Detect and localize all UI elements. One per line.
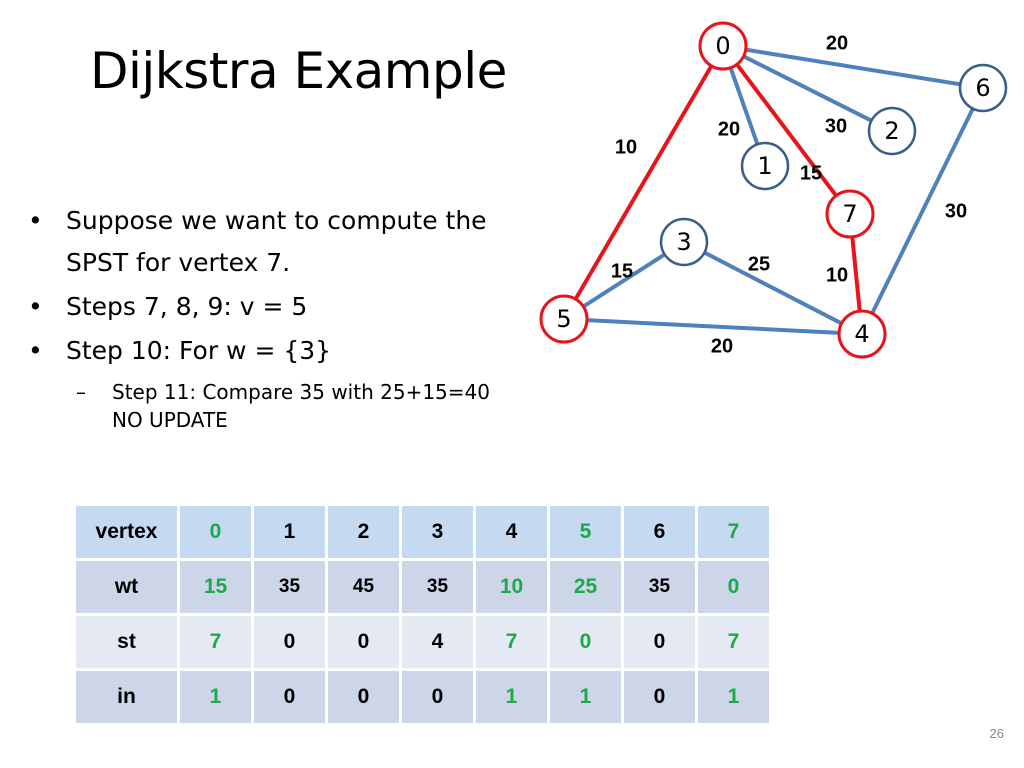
edge-weight-3-5: 15 — [611, 260, 633, 282]
sub-bullet-dash: – — [76, 380, 86, 404]
bullet-dot: • — [28, 336, 43, 365]
table-cell: 4 — [399, 613, 476, 671]
slide-title: Dijkstra Example — [90, 42, 507, 100]
bullet-item: • Suppose we want to compute the SPST fo… — [28, 200, 548, 284]
edge-weight-0-6: 20 — [826, 32, 848, 54]
bullet-dot: • — [28, 206, 43, 235]
edge-0-7 — [735, 63, 838, 197]
table-cell: 0 — [399, 668, 476, 726]
table-cell: 10 — [473, 558, 550, 616]
node-label-6: 6 — [975, 74, 990, 102]
row-header: vertex — [73, 503, 180, 561]
node-5 — [539, 294, 589, 344]
edge-weight-0-7: 15 — [800, 162, 822, 184]
node-label-5: 5 — [556, 305, 571, 333]
graph-diagram: 20 30 20 15 10 10 30 15 25 20 0 1 2 3 4 5 6 7 — [539, 21, 1008, 359]
row-header: in — [73, 668, 180, 726]
table-cell: 2 — [325, 503, 402, 561]
edge-weight-3-4: 25 — [748, 253, 770, 275]
table-cell: 35 — [621, 558, 698, 616]
table-cell: 0 — [695, 558, 772, 616]
node-label-7: 7 — [842, 200, 857, 228]
sub-bullet-line-2: NO UPDATE — [112, 408, 228, 432]
table-cell: 0 — [251, 613, 328, 671]
table-cell: 0 — [621, 668, 698, 726]
table-cell: 1 — [695, 668, 772, 726]
edge-weight-0-5: 10 — [615, 136, 637, 158]
table-cell: 1 — [547, 668, 624, 726]
table-cell: 6 — [621, 503, 698, 561]
edge-weight-0-2: 30 — [825, 115, 847, 137]
sub-bullet-item: – Step 11: Compare 35 with 25+15=40 NO U… — [28, 378, 548, 434]
bullet-text: Suppose we want to compute the SPST for … — [66, 206, 487, 277]
row-header: st — [73, 613, 180, 671]
table-cell: 35 — [399, 558, 476, 616]
bullet-item: • Step 10: For w = {3} — [28, 330, 548, 372]
table-cell: 4 — [473, 503, 550, 561]
table-cell: 7 — [695, 503, 772, 561]
table-cell: 7 — [473, 613, 550, 671]
bullet-text: Steps 7, 8, 9: v = 5 — [66, 292, 308, 321]
table-cell: 7 — [695, 613, 772, 671]
node-7 — [825, 189, 875, 239]
node-label-3: 3 — [676, 228, 691, 256]
table-cell: 15 — [177, 558, 254, 616]
edge-weight-0-1: 20 — [718, 118, 740, 140]
node-label-1: 1 — [757, 152, 772, 180]
table-cell: 7 — [177, 613, 254, 671]
table-cell: 45 — [325, 558, 402, 616]
edge-0-1 — [728, 67, 760, 145]
table-cell: 25 — [547, 558, 624, 616]
edge-weight-5-4: 20 — [711, 335, 733, 357]
node-label-0: 0 — [715, 32, 730, 60]
bullet-dot: • — [28, 292, 43, 321]
table-cell: 0 — [621, 613, 698, 671]
page-number: 26 — [989, 726, 1004, 741]
table-cell: 0 — [547, 613, 624, 671]
edge-0-5 — [573, 64, 714, 301]
node-label-2: 2 — [884, 117, 899, 145]
table-cell: 0 — [251, 668, 328, 726]
edge-0-2 — [742, 54, 873, 123]
node-1 — [740, 141, 790, 191]
table-cell: 1 — [473, 668, 550, 726]
edge-3-4 — [703, 250, 843, 326]
edge-weight-7-4: 10 — [826, 264, 848, 286]
table-cell: 0 — [325, 668, 402, 726]
edge-weight-6-4: 30 — [945, 200, 967, 222]
edge-7-4 — [850, 236, 862, 312]
edge-5-4 — [586, 318, 840, 335]
table-cell: 1 — [177, 668, 254, 726]
node-4 — [837, 309, 887, 359]
bullet-list: • Suppose we want to compute the SPST fo… — [28, 200, 548, 434]
table-cell: 0 — [177, 503, 254, 561]
table-cell: 0 — [325, 613, 402, 671]
table-cell: 35 — [251, 558, 328, 616]
bullet-item: • Steps 7, 8, 9: v = 5 — [28, 286, 548, 328]
edge-6-4 — [870, 107, 975, 315]
row-header: wt — [73, 558, 180, 616]
table-cell: 3 — [399, 503, 476, 561]
table-cell: 1 — [251, 503, 328, 561]
table-cell: 5 — [547, 503, 624, 561]
sub-bullet-line-1: Step 11: Compare 35 with 25+15=40 — [112, 380, 490, 404]
node-label-4: 4 — [854, 320, 869, 348]
node-0 — [698, 21, 748, 71]
node-6 — [958, 63, 1008, 113]
node-2 — [867, 106, 917, 156]
bullet-text: Step 10: For w = {3} — [66, 336, 332, 365]
edge-0-6 — [745, 47, 961, 87]
node-3 — [659, 217, 709, 267]
edge-3-5 — [582, 252, 666, 309]
